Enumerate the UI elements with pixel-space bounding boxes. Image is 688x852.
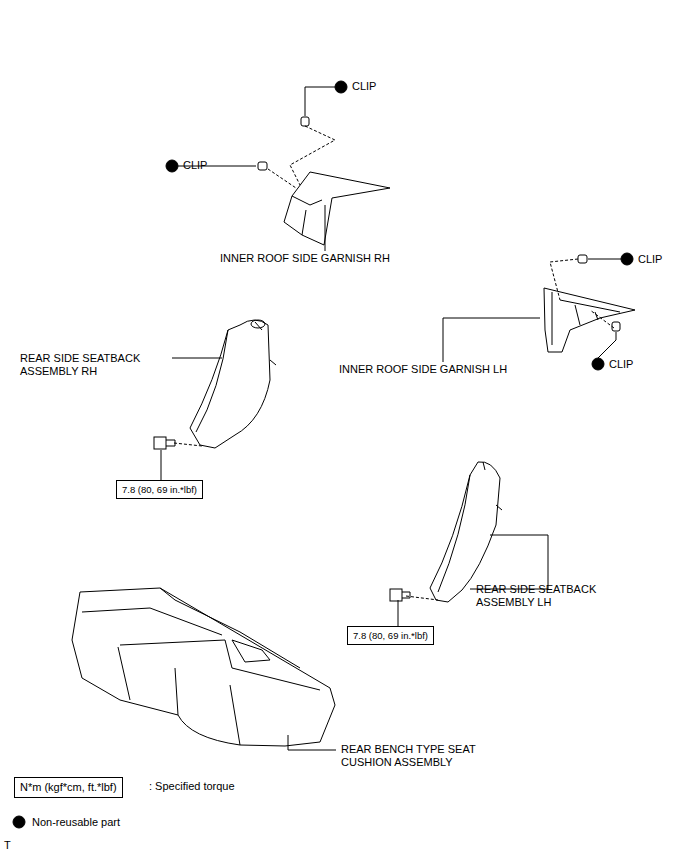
torque-value: 7.8 (80, 69 in.*lbf) xyxy=(353,630,428,641)
non-reusable-mark xyxy=(166,160,178,172)
legend-text: : Specified torque xyxy=(149,780,235,793)
seatback-part xyxy=(438,462,502,592)
leader-line xyxy=(443,318,540,362)
leader-line xyxy=(161,450,162,480)
legend-text: Non-reusable part xyxy=(32,816,120,829)
torque-value: N*m (kgf*cm, ft.*lbf) xyxy=(20,781,117,793)
cushion-part xyxy=(72,588,335,746)
garnish-part xyxy=(552,292,620,345)
install-line xyxy=(406,596,438,600)
part-name: REAR SIDE SEATBACK ASSEMBLY LH xyxy=(476,583,626,609)
part-name: REAR BENCH TYPE SEAT CUSHION ASSEMBLY xyxy=(341,743,511,769)
part-label: CLIP xyxy=(183,159,207,172)
non-reusable-mark xyxy=(592,358,604,370)
install-line xyxy=(174,443,202,446)
part-label: CLIP xyxy=(638,253,662,266)
legend-sample-dot xyxy=(13,816,25,828)
seatback-part xyxy=(190,320,270,448)
leader-line xyxy=(588,259,621,260)
bolt-part xyxy=(154,437,410,601)
seatback-part xyxy=(430,462,500,602)
cushion-part xyxy=(82,588,320,745)
leader-line xyxy=(398,600,399,626)
seatback-part xyxy=(251,320,265,328)
seatback-part xyxy=(196,322,276,432)
install-line xyxy=(550,259,578,300)
install-line xyxy=(590,310,614,328)
install-line xyxy=(268,169,296,188)
part-name: REAR SIDE SEATBACK ASSEMBLY RH xyxy=(20,352,170,378)
part-label: CLIP xyxy=(352,80,376,93)
torque-box: 7.8 (80, 69 in.*lbf) xyxy=(347,626,434,645)
cushion-part xyxy=(232,640,270,662)
garnish-part xyxy=(284,172,390,245)
torque-value: 7.8 (80, 69 in.*lbf) xyxy=(122,484,197,495)
garnish-part xyxy=(292,196,322,235)
part-label: CLIP xyxy=(609,358,633,371)
non-reusable-mark xyxy=(335,81,347,93)
garnish-part xyxy=(544,288,635,352)
part-name: INNER ROOF SIDE GARNISH LH xyxy=(339,363,507,376)
part-label: T xyxy=(4,839,11,852)
part-name: INNER ROOF SIDE GARNISH RH xyxy=(220,252,390,265)
leader-line xyxy=(598,332,616,358)
leader-line xyxy=(305,87,335,116)
non-reusable-mark xyxy=(621,253,633,265)
leader-line xyxy=(470,535,548,589)
torque-box: 7.8 (80, 69 in.*lbf) xyxy=(116,480,203,499)
unit-legend-box: N*m (kgf*cm, ft.*lbf) xyxy=(14,777,123,798)
leader-line xyxy=(172,358,222,359)
clip-part xyxy=(258,117,620,331)
